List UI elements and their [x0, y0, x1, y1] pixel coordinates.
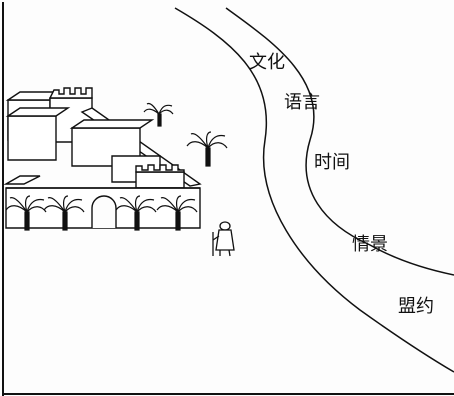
label-time: 时间 [314, 152, 350, 173]
label-covenant: 盟约 [398, 296, 434, 317]
palm-tree-icon [115, 195, 157, 231]
river-left-bank [174, 7, 454, 373]
palm-tree-icon [43, 195, 85, 231]
label-language: 语言 [284, 92, 320, 113]
palm-tree-icon [186, 131, 228, 167]
palm-tree-icon [156, 195, 198, 231]
palm-tree-icon [143, 102, 174, 127]
traveler-figure-icon [212, 221, 235, 257]
river-right-bank [225, 7, 454, 276]
palm-tree-icon [5, 195, 47, 231]
walled-city-icon [3, 87, 202, 229]
label-context: 情景 [352, 234, 388, 255]
label-culture: 文化 [249, 52, 285, 73]
